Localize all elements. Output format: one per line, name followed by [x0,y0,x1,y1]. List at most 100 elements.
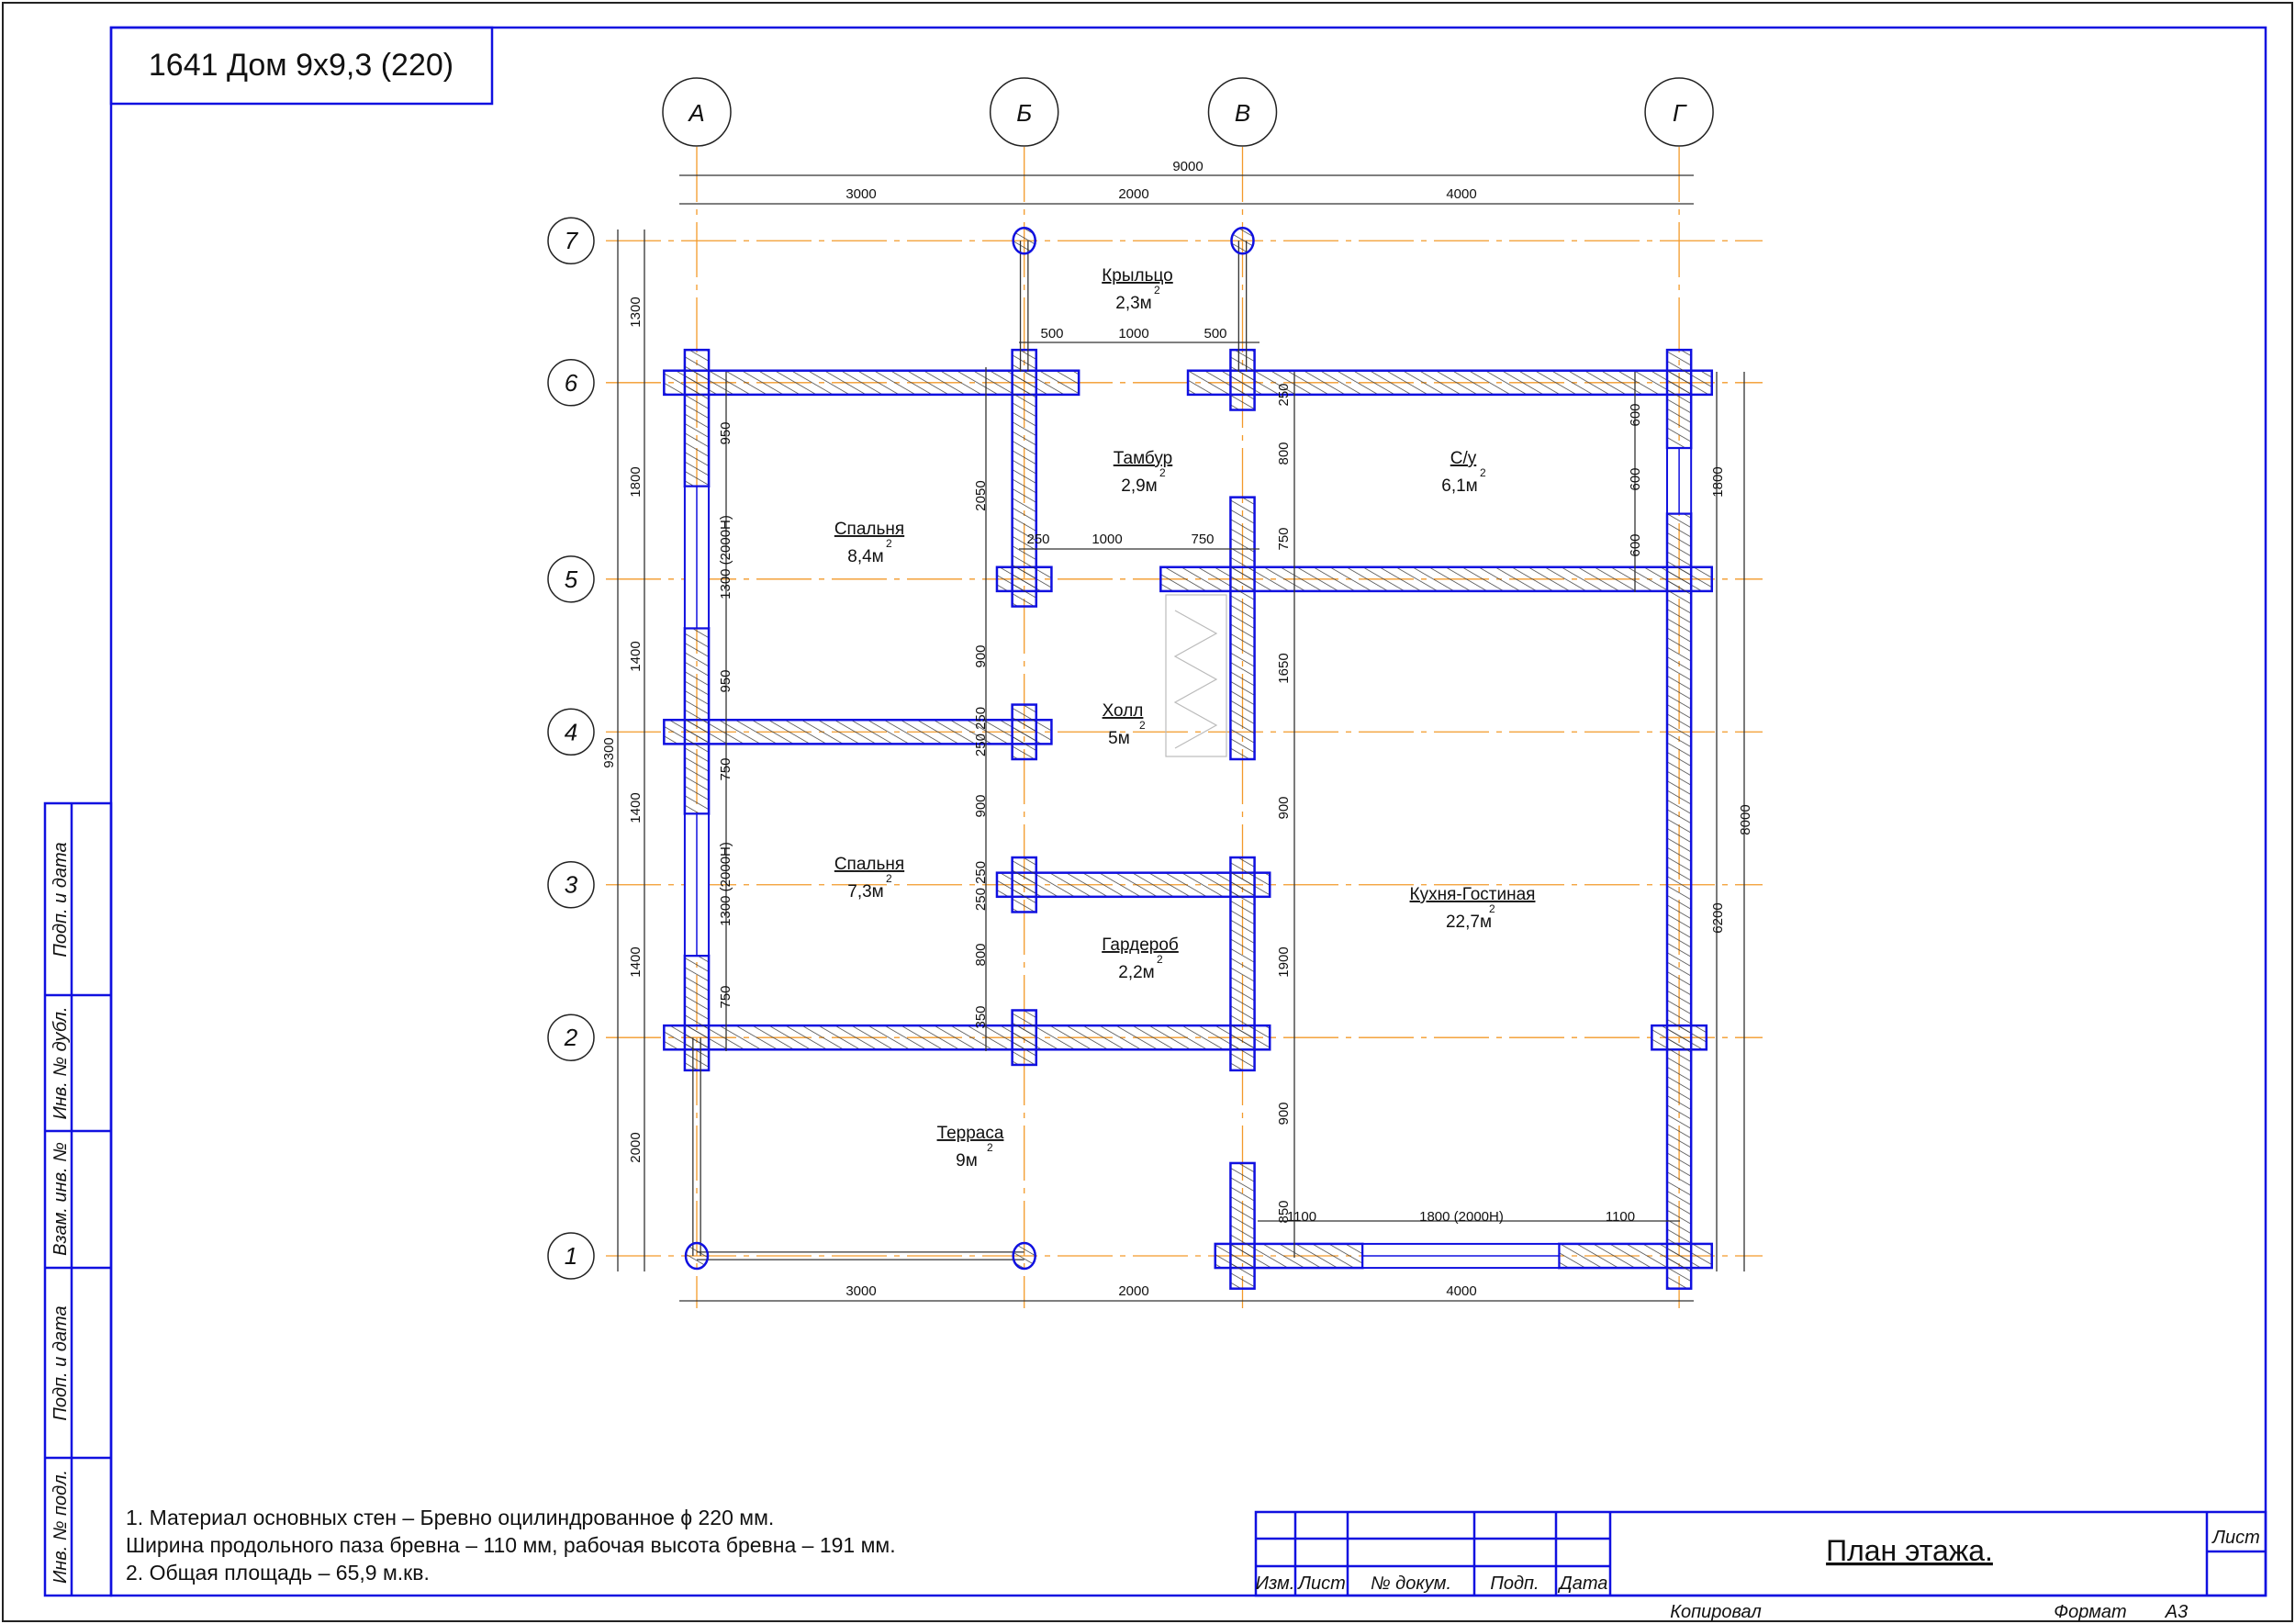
title-box [109,26,494,106]
area-superscript: 2 [1157,953,1163,966]
log-wall [1186,369,1714,397]
note-line: 1. Материал основных стен – Бревно оцили… [126,1506,774,1529]
dim-label: 250 [1026,532,1049,547]
log-wall [1011,1009,1038,1067]
dim-label: 950 [718,421,733,444]
dim-label: 1800 [1710,466,1726,497]
axis-bubble [547,1232,595,1280]
stair-outline [1165,594,1227,757]
side-stamp: Подп. и дата Инв. № дубл. Взам. инв. № П… [43,801,113,1597]
axis-label: 6 [565,369,578,397]
area-superscript: 2 [886,872,892,885]
dim-label: 1800 [628,466,644,497]
dim-label: 4000 [1446,186,1476,202]
axis-bubble [662,77,732,147]
dim-label: 1800 (2000Н) [1419,1209,1504,1225]
room-name: Тамбур [1114,449,1173,468]
axis-bubble [547,1014,595,1061]
room-name: Спальня [834,520,904,539]
dim-label: 950 [718,669,733,692]
side-stamp-label: Инв. № подл. [50,1470,71,1584]
log-wall [1011,856,1038,913]
post [1230,226,1255,255]
axis-label: 5 [565,566,578,593]
post [684,1241,710,1271]
dim-label: 1650 [1276,653,1292,683]
area-superscript: 2 [1139,719,1146,732]
dim-label: 600 [1628,533,1643,556]
axis-bubble [1644,77,1714,147]
room-name: Гардероб [1102,935,1179,955]
copied-label: Копировал [1670,1602,1761,1622]
axis-bubble [989,77,1059,147]
room-name: Терраса [937,1124,1004,1143]
dim-label: 1300 (2000Н) [718,842,733,926]
dim-label: 1400 [628,946,644,977]
dim-label: 1900 [1276,946,1292,977]
log-wall [995,871,1271,899]
dim-label: 8000 [1738,804,1753,834]
dim-label: 500 [1203,326,1226,342]
dimension-lines [617,174,1745,1302]
dim-label: 600 [1628,467,1643,490]
log-wall [1665,512,1693,1290]
dim-label: 800 [973,943,989,966]
room-area: 2,3м [1115,294,1151,313]
sheet-title: План этажа. [1826,1534,1993,1567]
dim-label: 2000 [628,1132,644,1162]
dim-label: 2000 [1118,1283,1148,1299]
room-area: 9м [956,1151,978,1170]
dim-label: 850 [1276,1200,1292,1223]
area-superscript: 2 [1480,466,1486,479]
axis-label: 7 [565,227,579,254]
axis-label: Б [1016,99,1032,127]
wall-plan [663,226,1714,1290]
axis-bubble [547,217,595,264]
axis-label: 3 [565,871,578,899]
log-wall [1229,496,1256,761]
dim-label: 900 [973,794,989,817]
note-line: 2. Общая площадь – 65,9 м.кв. [126,1561,430,1585]
log-wall [1229,856,1256,1072]
axis-label: 1 [565,1242,577,1270]
room-area: 22,7м [1446,913,1492,932]
dim-label: 600 [1628,403,1643,426]
dim-label: 6200 [1710,902,1726,933]
room-area: 2,2м [1118,963,1154,982]
dim-label: 9000 [1172,159,1203,174]
dim-label: 750 [718,757,733,780]
axis-label: А [687,99,704,127]
tb-col-label: Дата [1558,1574,1608,1594]
tb-col-label: № докум. [1371,1574,1451,1594]
room-name: Крыльцо [1102,266,1173,286]
room-area: 2,9м [1121,476,1157,496]
dimension-labels: 9000 3000 2000 4000 500 1000 500 250 100… [601,159,1753,1299]
axis-bubble [547,359,595,407]
log-wall [1011,348,1038,608]
dim-label: 750 [1276,527,1292,550]
axis-label: Г [1673,99,1687,127]
log-wall [1665,348,1693,450]
side-stamp-label: Инв. № дубл. [50,1007,71,1120]
log-wall [663,718,1053,745]
sheet-label: Лист [2211,1528,2260,1548]
drawing-frame [109,26,2267,1597]
area-superscript: 2 [886,537,892,550]
note-line: Ширина продольного паза бревна – 110 мм,… [126,1533,896,1557]
dim-label: 1300 [628,297,644,327]
dim-label: 1400 [628,792,644,823]
log-wall [663,369,1080,397]
log-wall [683,954,711,1072]
room-area: 7,3м [847,882,883,902]
room-area: 8,4м [847,547,883,566]
dim-label: 900 [1276,1102,1292,1125]
dim-label: 1400 [628,641,644,671]
log-wall [1229,348,1256,411]
log-wall [683,627,711,815]
tb-col-label: Лист [1296,1574,1346,1594]
dim-label: 750 [718,985,733,1008]
dim-label: 250 250 [973,861,989,911]
dim-label: 3000 [845,186,876,202]
